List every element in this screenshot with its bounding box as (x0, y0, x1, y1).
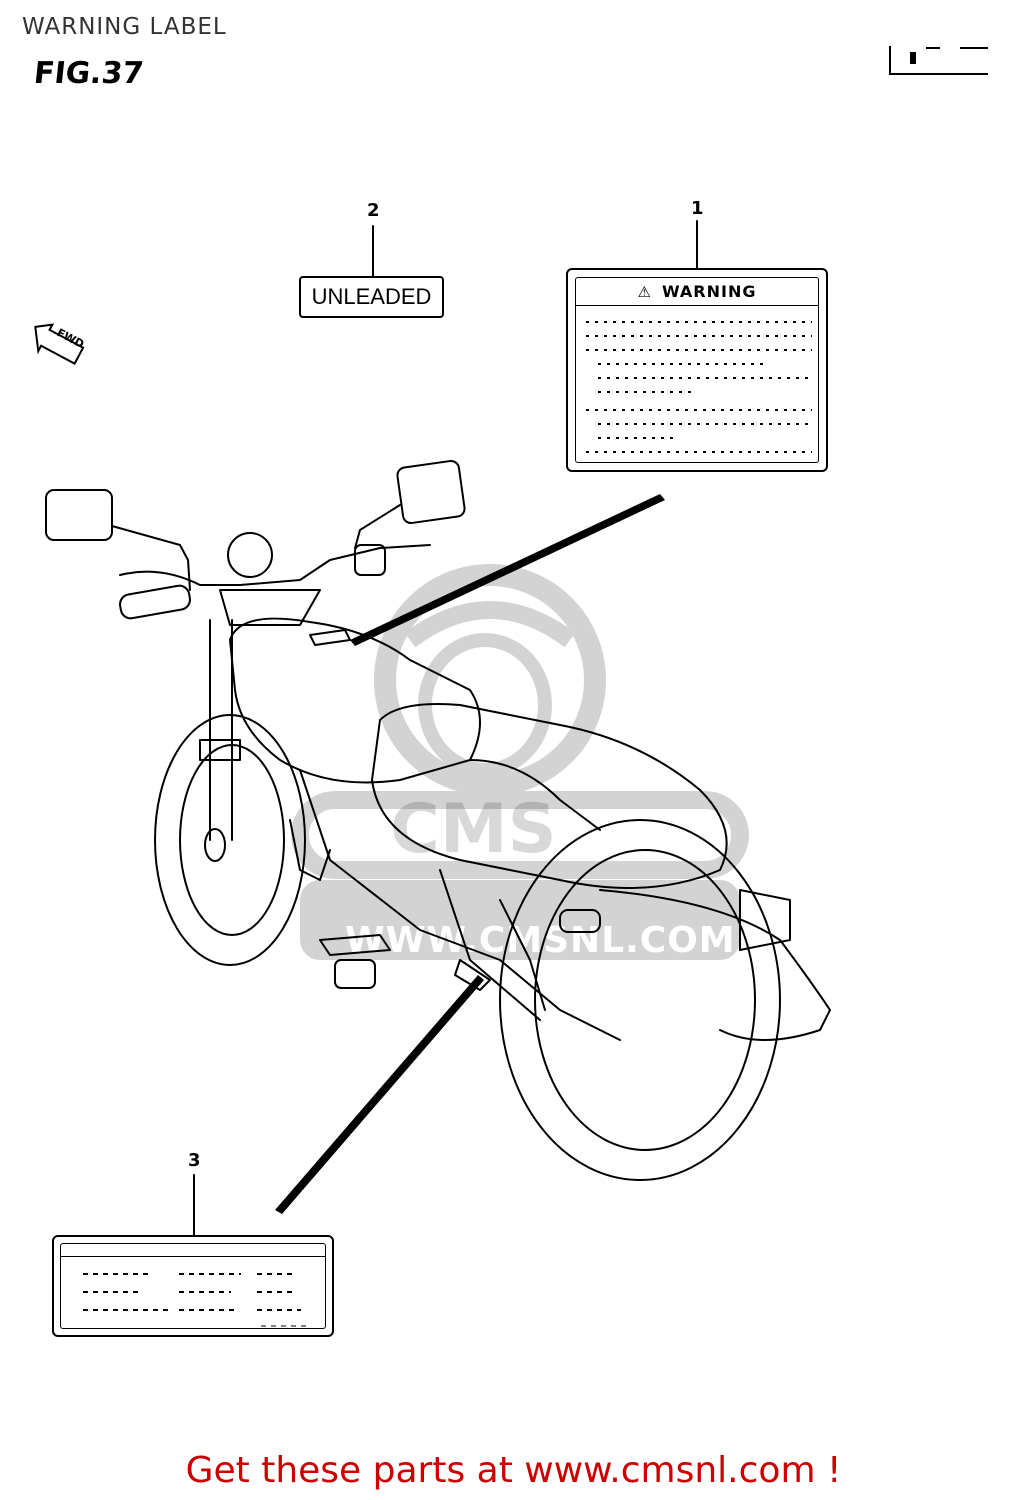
warning-label-header: ⚠ WARNING (576, 278, 818, 306)
warning-label: ⚠ WARNING (566, 268, 828, 472)
warning-label-fine-print (586, 321, 812, 453)
footer-parts-link[interactable]: Get these parts at www.cmsnl.com ! (185, 1450, 842, 1491)
callout-number-3: 3 (188, 1150, 201, 1171)
unleaded-label: UNLEADED (299, 276, 444, 318)
specification-label-fine-print (83, 1273, 311, 1327)
callout-number-2: 2 (367, 200, 380, 221)
warning-label-title: WARNING (661, 282, 757, 301)
unleaded-label-text: UNLEADED (311, 284, 432, 309)
pointer-arrow-tank (350, 494, 665, 646)
specification-label-band (61, 1256, 325, 1257)
watermark-brand: CMS (390, 790, 557, 869)
callout-number-1: 1 (691, 198, 704, 219)
fwd-direction-arrow (34, 323, 85, 365)
section-corner-mark (889, 46, 988, 75)
warning-triangle-icon: ⚠ (637, 282, 652, 301)
specification-label-inner (60, 1243, 326, 1329)
pointer-arrow-frame (275, 975, 484, 1214)
specification-label (52, 1235, 334, 1337)
page-title: WARNING LABEL (22, 14, 227, 40)
warning-label-inner: ⚠ WARNING (575, 277, 819, 463)
watermark-logo (291, 564, 749, 960)
